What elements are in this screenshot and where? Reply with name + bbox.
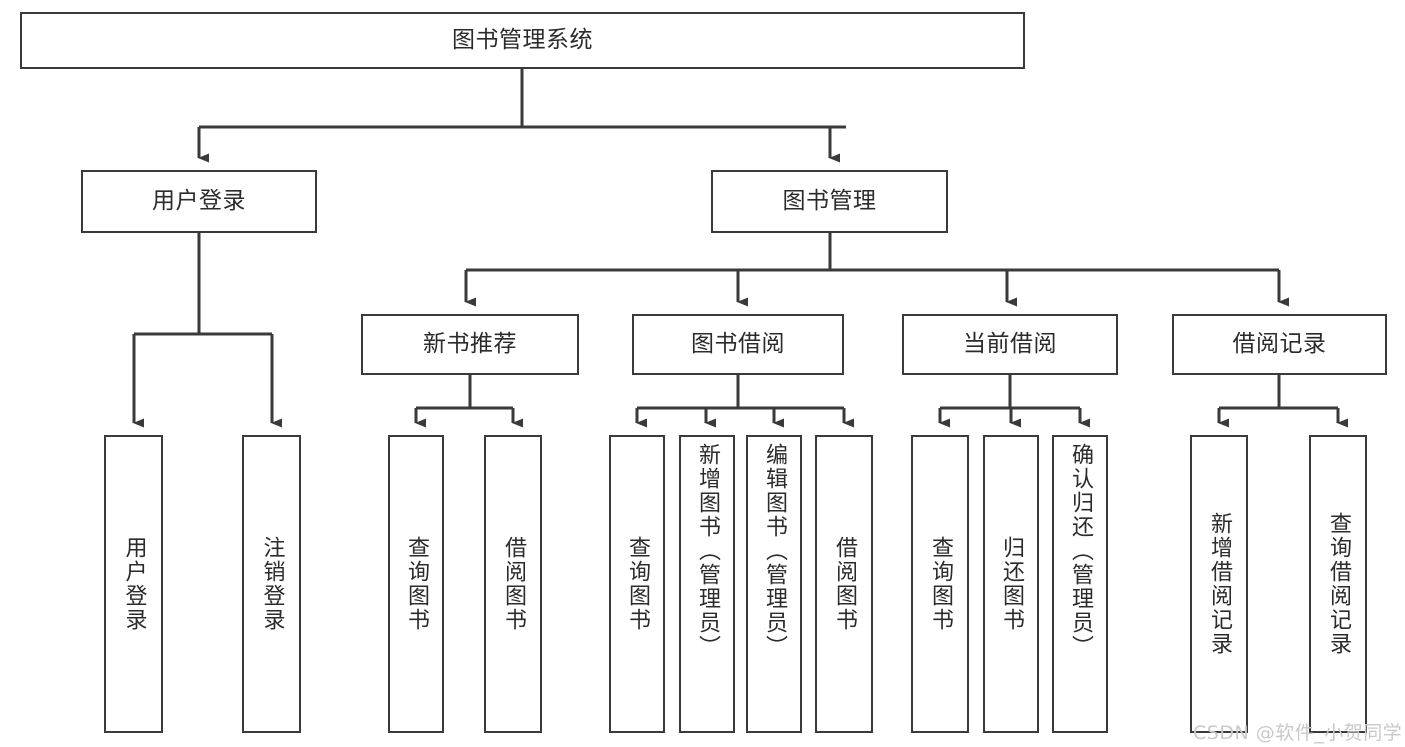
node-leaf-query-book-1[interactable]: 查询图书 [388,435,444,733]
node-leaf-query-book-2[interactable]: 查询图书 [609,435,665,733]
connector-currentborrow-to-leaves [938,375,1090,428]
node-new-book-recommend[interactable]: 新书推荐 [361,314,579,375]
node-leaf-edit-book-admin[interactable]: 编辑图书（管理员） [746,435,802,733]
node-label: 查询图书 [403,536,429,632]
node-label: 查询借阅记录 [1325,512,1351,656]
node-label: 新书推荐 [423,330,517,357]
node-label: 新增图书（管理员） [694,443,720,659]
node-label: 注销登录 [259,536,285,632]
node-label: 归还图书 [998,536,1024,632]
node-current-borrow[interactable]: 当前借阅 [902,314,1118,375]
node-leaf-query-book-3[interactable]: 查询图书 [911,435,969,733]
node-label: 用户登录 [121,536,147,632]
node-book-borrow[interactable]: 图书借阅 [632,314,844,375]
node-label: 图书管理 [782,187,877,214]
node-leaf-return-book[interactable]: 归还图书 [983,435,1039,733]
node-label: 借阅图书 [500,536,526,632]
node-leaf-logout-login[interactable]: 注销登录 [242,435,301,733]
node-book-management[interactable]: 图书管理 [711,170,948,233]
node-label: 编辑图书（管理员） [761,443,787,659]
node-label: 确认归还（管理员） [1067,443,1093,659]
node-label: 用户登录 [152,187,246,214]
node-leaf-user-login[interactable]: 用户登录 [104,435,163,733]
node-label: 图书借阅 [691,330,785,357]
node-label: 借阅记录 [1232,330,1327,357]
connector-root-to-level2 [197,69,846,163]
node-leaf-query-borrow-record[interactable]: 查询借阅记录 [1309,435,1367,733]
node-label: 查询图书 [624,536,650,632]
node-borrow-record[interactable]: 借阅记录 [1172,314,1387,375]
node-leaf-borrow-book-2[interactable]: 借阅图书 [815,435,873,733]
connector-bookborrow-to-leaves [635,375,854,428]
connector-userlogin-to-leaves [132,233,282,428]
connector-bookmgmt-to-level3 [464,233,1289,307]
node-label: 查询图书 [927,536,953,632]
node-label: 新增借阅记录 [1206,512,1232,656]
node-leaf-add-book-admin[interactable]: 新增图书（管理员） [679,435,735,733]
node-label: 图书管理系统 [452,26,593,53]
connector-newbook-to-leaves [414,375,523,428]
node-user-login[interactable]: 用户登录 [81,170,317,233]
node-book-management-system[interactable]: 图书管理系统 [20,12,1025,69]
node-leaf-borrow-book-1[interactable]: 借阅图书 [484,435,542,733]
node-label: 借阅图书 [831,536,857,632]
node-label: 当前借阅 [963,330,1057,357]
connector-borrowrecord-to-leaves [1217,375,1348,428]
node-leaf-add-borrow-record[interactable]: 新增借阅记录 [1190,435,1248,733]
node-leaf-confirm-return-admin[interactable]: 确认归还（管理员） [1052,435,1108,733]
